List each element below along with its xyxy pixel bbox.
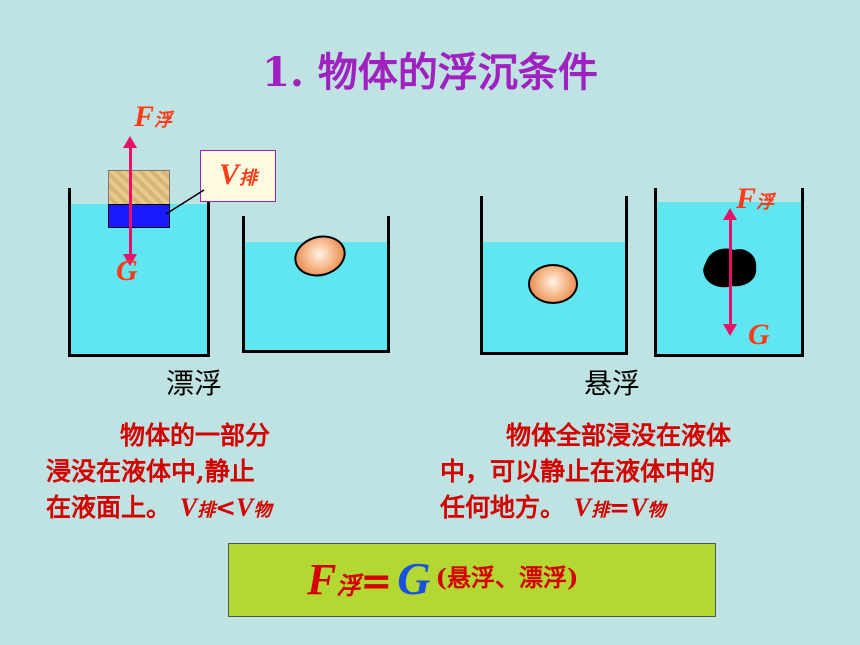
- caption-float: 漂浮: [166, 367, 223, 400]
- submerged-block-part: [108, 204, 170, 228]
- formula-f: F: [307, 555, 337, 604]
- gravity-label: G: [748, 318, 770, 351]
- formula-eq: =: [360, 559, 393, 603]
- page-title: 1. 物体的浮沉条件: [262, 49, 598, 96]
- gravity-arrow: [123, 196, 137, 266]
- desc-line: 浸没在液体中,静止: [46, 457, 255, 486]
- float-description: 物体的一部分 浸没在液体中,静止 在液面上。 V排<V物: [46, 418, 271, 529]
- wood-block: [108, 170, 170, 206]
- formula-g: G: [397, 553, 431, 604]
- suspend-description: 物体全部浸没在液体 中，可以静止在液体中的 任何地方。 V排=V物: [440, 418, 731, 529]
- callout-pointer: [165, 189, 205, 215]
- formula-note: (悬浮、漂浮): [435, 563, 579, 592]
- desc-line: 物体全部浸没在液体: [506, 421, 732, 450]
- formula-box: F浮= G (悬浮、漂浮): [228, 543, 716, 617]
- buoyancy-arrow: [723, 208, 737, 266]
- egg-suspended: [528, 264, 578, 304]
- displaced-volume-callout: V排: [200, 150, 276, 202]
- buoyancy-label: F浮: [736, 182, 775, 215]
- desc-line: 中，可以静止在液体中的: [440, 457, 716, 486]
- desc-line: 物体的一部分: [120, 421, 271, 450]
- caption-suspend: 悬浮: [584, 367, 641, 400]
- buoyancy-label: F浮: [134, 100, 173, 133]
- desc-line-formula: 任何地方。 V排=V物: [440, 493, 666, 522]
- buoyancy-arrow: [123, 136, 137, 196]
- gravity-arrow: [723, 266, 737, 336]
- gravity-label: G: [116, 254, 138, 287]
- formula-f-sub: 浮: [336, 571, 361, 600]
- desc-line-formula: 在液面上。 V排<V物: [46, 493, 272, 522]
- water: [71, 204, 207, 354]
- beaker-float-block: [68, 188, 210, 357]
